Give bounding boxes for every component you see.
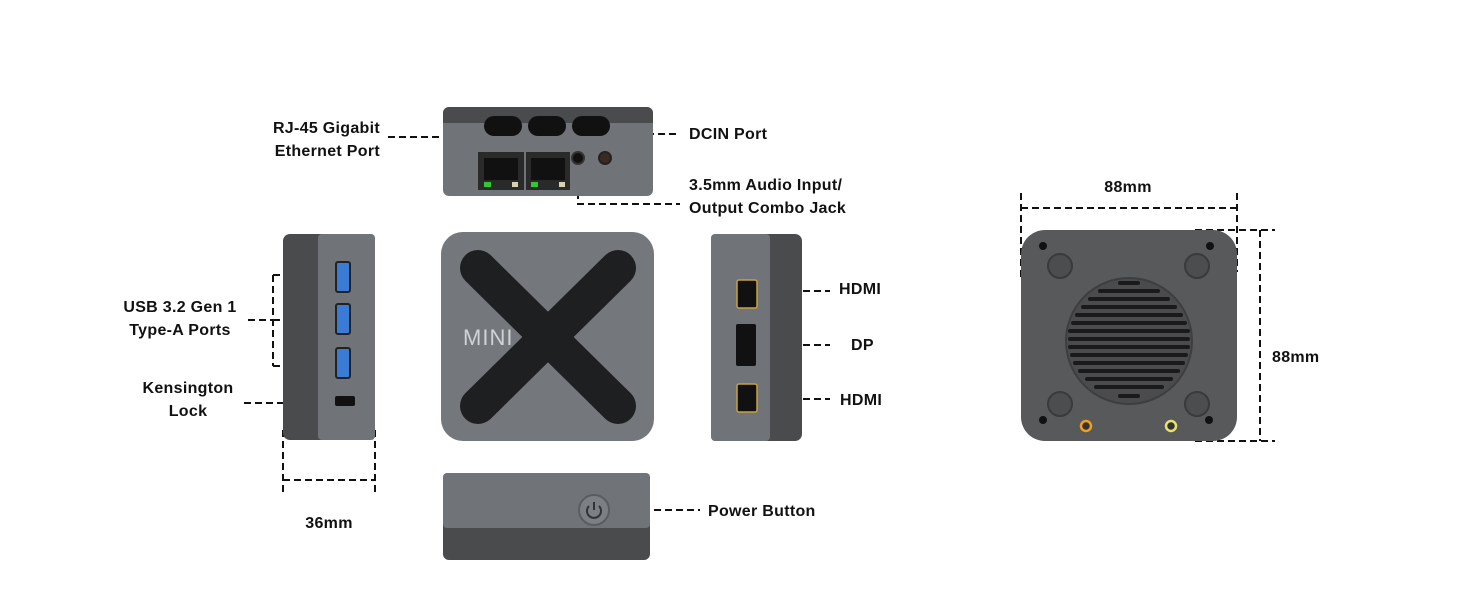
front-view — [443, 473, 650, 560]
screw-icon — [1079, 419, 1093, 433]
bottom-width-label: 88mm — [1104, 179, 1152, 196]
hdmi-top-label: HDMI — [839, 281, 882, 298]
rubber-feet — [1047, 253, 1210, 417]
audio-label: 3.5mm Audio Input/ Output Combo Jack — [689, 174, 846, 220]
label-line: Kensington — [142, 380, 234, 397]
width-dimension-label: 36mm — [305, 515, 353, 532]
label-line: RJ-45 Gigabit — [272, 120, 380, 137]
audio-jack-icon — [571, 151, 585, 165]
usb-port-icon — [335, 261, 351, 293]
screw-icon — [1164, 419, 1178, 433]
ethernet-port-icon — [478, 152, 524, 190]
usb-port-icon — [335, 303, 351, 335]
usb-port-icon — [335, 347, 351, 379]
power-symbol-icon — [586, 502, 602, 519]
screw-holes — [1039, 242, 1214, 424]
dp-label: DP — [851, 337, 874, 354]
bottom-view — [1021, 230, 1237, 441]
dcin-label: DCIN Port — [689, 126, 768, 143]
vent-icon — [528, 116, 566, 136]
hdmi-port-icon — [736, 279, 758, 309]
vent-icon — [484, 116, 522, 136]
ethernet-port-icon — [526, 152, 570, 190]
vent-icon — [572, 116, 610, 136]
label-line: Ethernet Port — [274, 143, 380, 160]
label-line: Lock — [168, 403, 208, 420]
label-line: Type-A Ports — [129, 322, 231, 339]
hdmi-bottom-label: HDMI — [840, 392, 883, 409]
dp-port-icon — [736, 324, 756, 366]
dc-jack-icon — [598, 151, 612, 165]
power-button-label: Power Button — [708, 503, 816, 520]
label-line: USB 3.2 Gen 1 — [123, 299, 237, 316]
label-line: 3.5mm Audio Input/ — [689, 177, 843, 194]
right-side-view — [711, 234, 802, 441]
rear-view — [443, 107, 653, 196]
kensington-label: Kensington Lock — [118, 377, 258, 423]
kensington-slot-icon — [335, 396, 355, 406]
usb-label: USB 3.2 Gen 1 Type-A Ports — [110, 296, 250, 342]
bottom-depth-label: 88mm — [1272, 349, 1320, 366]
logo: MINI — [463, 325, 513, 350]
label-line: Output Combo Jack — [689, 200, 847, 217]
top-view: MINI — [441, 232, 654, 441]
hdmi-port-icon — [736, 383, 758, 413]
rj45-label: RJ-45 Gigabit Ethernet Port — [273, 117, 380, 163]
left-side-view — [283, 234, 375, 440]
